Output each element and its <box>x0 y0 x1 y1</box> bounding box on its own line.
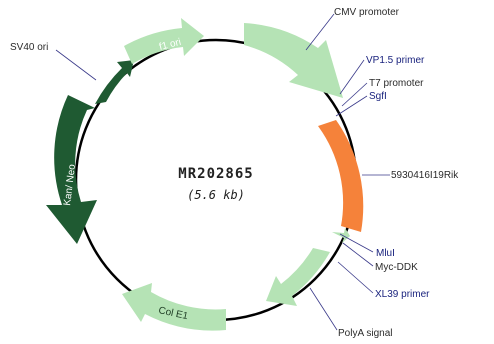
vp15-primer-text: VP1.5 primer <box>366 55 425 66</box>
vp15-leader <box>339 59 365 95</box>
kan-neo-arrow <box>46 95 97 244</box>
xl39-primer-text: XL39 primer <box>375 289 430 300</box>
polya-arrow <box>266 248 330 306</box>
t7-promoter-text: T7 promoter <box>369 78 424 89</box>
mlui-leader <box>339 233 374 253</box>
f1-ori-arrow <box>124 18 204 64</box>
myc-ddk-arrow <box>332 228 350 243</box>
cmv-promoter-arrow <box>244 23 343 98</box>
cmv-leader <box>305 13 335 51</box>
plasmid-size: (5.6 kb) <box>187 188 245 202</box>
sv40-ori-text: SV40 ori <box>10 42 48 53</box>
sgfi-leader <box>335 95 368 117</box>
insert-text: 5930416I19Rik <box>391 170 459 181</box>
polya-signal-text: PolyA signal <box>338 328 392 339</box>
col-e1-arrow <box>122 283 226 331</box>
t7-leader <box>341 82 368 107</box>
myc-ddk-leader <box>342 242 374 267</box>
sv40-ori-arrow <box>95 60 134 104</box>
sv40-leader <box>55 49 97 81</box>
polya-leader <box>309 287 338 331</box>
plasmid-name: MR202865 <box>178 166 253 182</box>
sgfi-text: SgfI <box>369 91 387 102</box>
kan-neo-label: Kan/ Neo <box>62 163 78 206</box>
myc-ddk-text: Myc-DDK <box>375 262 418 273</box>
insert-block <box>318 120 364 232</box>
mlui-text: MluI <box>376 248 395 259</box>
cmv-promoter-text: CMV promoter <box>334 7 400 18</box>
leader-lines <box>55 13 390 331</box>
f1-ori-label: f1 ori <box>158 37 182 53</box>
xl39-leader <box>337 261 374 294</box>
